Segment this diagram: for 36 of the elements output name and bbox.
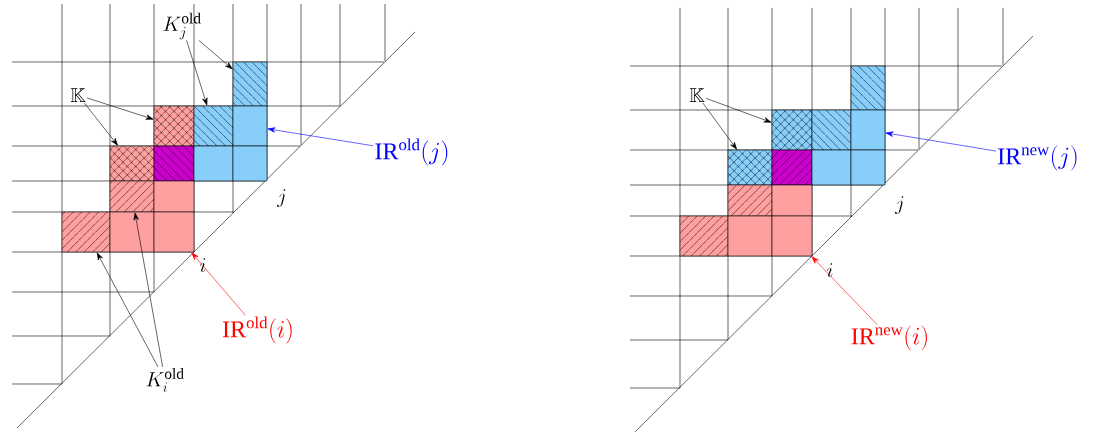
- leader-arrow: [702, 102, 737, 150]
- index-label: $j$: [276, 189, 286, 207]
- grid-cell: [193, 145, 234, 182]
- leader-arrow: [186, 40, 208, 106]
- leader-arrow: [191, 252, 246, 316]
- grid-cell: [109, 211, 155, 253]
- grid-cell: [727, 215, 773, 257]
- grid-cell: [153, 211, 195, 253]
- leader-arrow: [885, 131, 997, 152]
- grid-cell: [850, 109, 886, 151]
- math-label: $\mathbb{K}$: [689, 88, 705, 102]
- math-label: $\mathrm{IR}^{\mathrm{old}}(j)$: [375, 138, 448, 166]
- grid-cell: [232, 145, 268, 182]
- leader-arrow: [86, 97, 154, 120]
- grid-cell: [153, 180, 195, 213]
- math-label: $\mathbb{K}$: [70, 88, 86, 102]
- math-label: $\mathrm{IR}^{\mathrm{new}}(j)$: [998, 145, 1077, 171]
- math-label: $K_i^{\mathrm{old}}$: [146, 368, 184, 393]
- leader-arrow: [811, 256, 878, 325]
- leader-arrow: [198, 40, 233, 70]
- leader-arrow: [267, 127, 374, 147]
- math-label: $K_j^{\mathrm{old}}$: [163, 12, 201, 40]
- grid-cell: [232, 105, 268, 147]
- math-label: $\mathrm{IR}^{\mathrm{new}}(i)$: [851, 325, 927, 351]
- grid-cell: [850, 149, 886, 186]
- grid-cell: [771, 184, 813, 217]
- index-label: $i$: [200, 258, 206, 272]
- math-label: $\mathrm{IR}^{\mathrm{old}}(i)$: [222, 316, 292, 344]
- grid-cell: [771, 215, 813, 257]
- leader-arrow: [84, 102, 118, 146]
- index-label: $j$: [894, 196, 904, 214]
- grid-cell: [811, 149, 852, 186]
- index-label: $i$: [827, 263, 833, 277]
- leader-arrow: [133, 212, 163, 368]
- leader-arrow: [96, 252, 159, 368]
- leader-arrow: [705, 98, 772, 123]
